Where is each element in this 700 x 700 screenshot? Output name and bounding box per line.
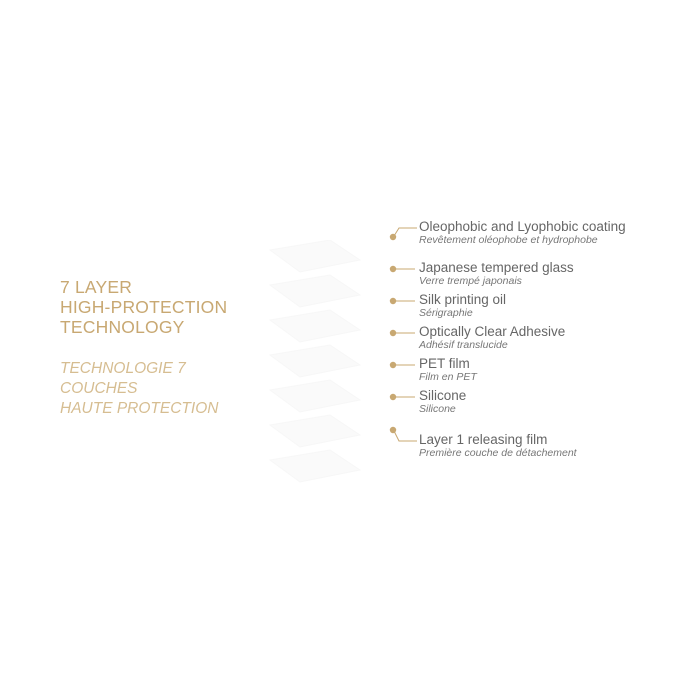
title-french-line: TECHNOLOGIE 7 — [60, 360, 186, 377]
connector-dot-icon — [389, 426, 397, 434]
title-english-line: 7 LAYER — [60, 277, 133, 297]
layer-name-french: Adhésif translucide — [419, 339, 508, 351]
connector-line — [389, 265, 415, 273]
connector-line — [389, 297, 415, 305]
glass-layer-shape — [268, 344, 362, 378]
connector-line — [389, 426, 417, 442]
connector-line — [389, 329, 415, 337]
layer-name-french: Silicone — [419, 403, 456, 415]
layer-name: Japanese tempered glass — [419, 260, 574, 275]
connector-dot-icon — [389, 265, 397, 273]
glass-layer-shape — [268, 309, 362, 343]
title-english-line: TECHNOLOGY — [60, 317, 185, 337]
title-block: 7 LAYER HIGH-PROTECTION TECHNOLOGY TECHN… — [60, 277, 290, 417]
layer-name: Layer 1 releasing film — [419, 432, 548, 447]
layer-name: Optically Clear Adhesive — [419, 324, 566, 339]
layer-name: Oleophobic and Lyophobic coating — [419, 219, 626, 234]
connector-line — [389, 227, 417, 241]
glass-layers-illustration — [268, 240, 362, 483]
glass-layer-shape — [268, 274, 362, 308]
glass-layer-shape — [268, 449, 362, 483]
layer-name-french: Première couche de détachement — [419, 447, 577, 459]
glass-layer-shape — [268, 379, 362, 413]
title-english: 7 LAYER HIGH-PROTECTION TECHNOLOGY — [60, 277, 290, 337]
layer-name-french: Revêtement oléophobe et hydrophobe — [419, 234, 598, 246]
connector-line — [389, 361, 415, 369]
title-french-line: HAUTE PROTECTION — [60, 400, 219, 417]
layer-name: Silicone — [419, 388, 467, 403]
title-english-line: HIGH-PROTECTION — [60, 297, 228, 317]
connector-line — [389, 393, 415, 401]
glass-layer-shape — [268, 240, 362, 273]
connector-dot-icon — [389, 297, 397, 305]
connector-dot-icon — [389, 329, 397, 337]
layer-name-french: Verre trempé japonais — [419, 275, 522, 287]
connector-dot-icon — [389, 233, 397, 241]
connector-dot-icon — [389, 361, 397, 369]
layer-name: Silk printing oil — [419, 292, 507, 307]
layer-name-french: Film en PET — [419, 371, 477, 383]
title-french-line: COUCHES — [60, 380, 138, 397]
connector-dot-icon — [389, 393, 397, 401]
glass-layer-shape — [268, 414, 362, 448]
layer-name: PET film — [419, 356, 470, 371]
title-french: TECHNOLOGIE 7 COUCHES HAUTE PROTECTION — [60, 359, 290, 419]
layer-name-french: Sérigraphie — [419, 307, 473, 319]
